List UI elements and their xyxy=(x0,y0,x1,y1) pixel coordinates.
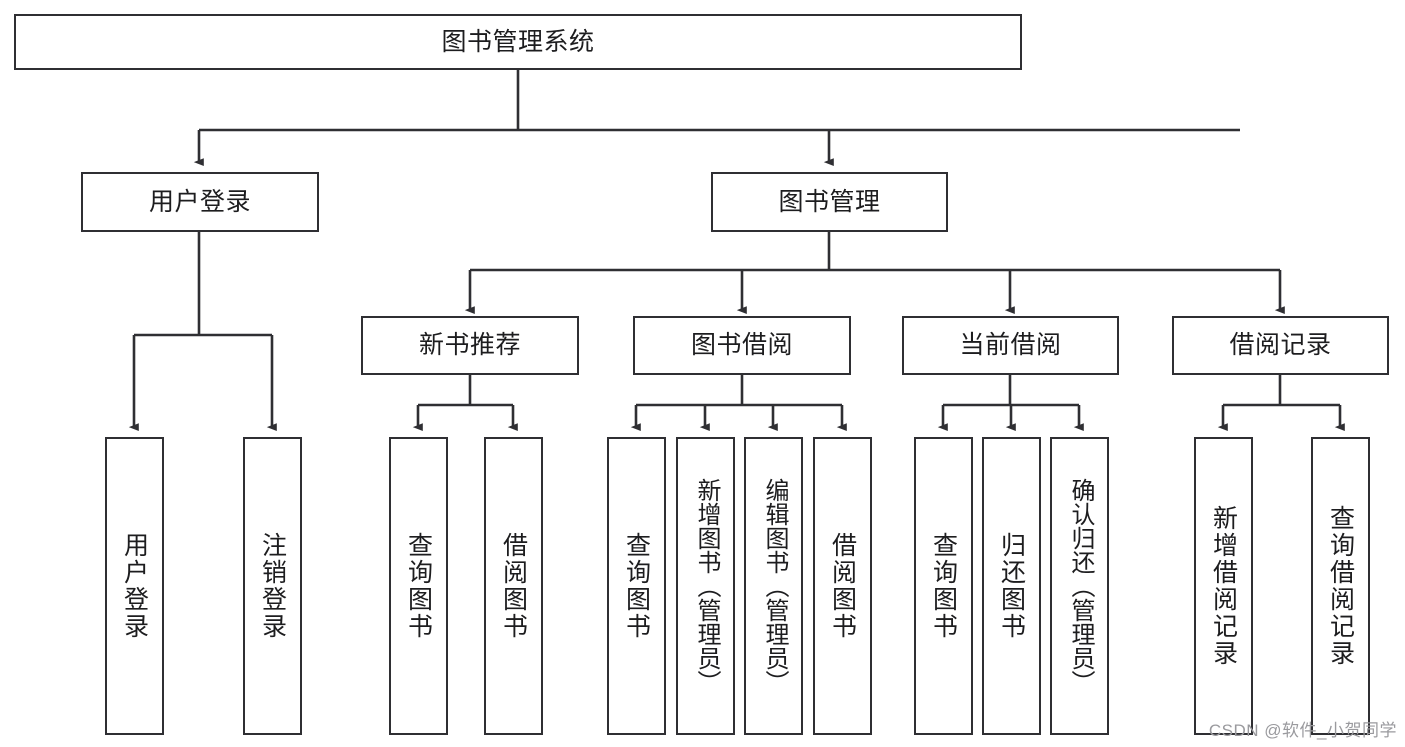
leaf-query-borrow-record[interactable]: 查询借阅记录 xyxy=(1311,437,1370,735)
leaf-add-book-admin[interactable]: 新增图书（管理员） xyxy=(676,437,735,735)
node-label: 确认归还（管理员） xyxy=(1066,478,1094,694)
node-label: 新增图书（管理员） xyxy=(692,478,720,694)
node-label: 图书管理 xyxy=(778,187,881,216)
leaf-borrow-book-recommend[interactable]: 借阅图书 xyxy=(484,437,543,735)
node-label: 查询图书 xyxy=(404,532,433,640)
node-label: 归还图书 xyxy=(997,532,1026,640)
node-label: 编辑图书（管理员） xyxy=(760,478,788,694)
leaf-add-borrow-record[interactable]: 新增借阅记录 xyxy=(1194,437,1253,735)
leaf-user-login[interactable]: 用户登录 xyxy=(105,437,164,735)
node-book-management[interactable]: 图书管理 xyxy=(711,172,948,232)
node-borrow-record[interactable]: 借阅记录 xyxy=(1172,316,1389,375)
leaf-query-book-borrow[interactable]: 查询图书 xyxy=(607,437,666,735)
node-label: 借阅记录 xyxy=(1229,331,1332,360)
node-root-system[interactable]: 图书管理系统 xyxy=(14,14,1022,70)
leaf-logout[interactable]: 注销登录 xyxy=(243,437,302,735)
leaf-borrow-book[interactable]: 借阅图书 xyxy=(813,437,872,735)
node-label: 借阅图书 xyxy=(499,532,528,640)
leaf-query-book-current[interactable]: 查询图书 xyxy=(914,437,973,735)
node-label: 用户登录 xyxy=(148,187,251,216)
leaf-confirm-return-admin[interactable]: 确认归还（管理员） xyxy=(1050,437,1109,735)
node-book-borrow[interactable]: 图书借阅 xyxy=(633,316,851,375)
node-label: 查询图书 xyxy=(622,532,651,640)
node-current-borrow[interactable]: 当前借阅 xyxy=(902,316,1119,375)
node-label: 用户登录 xyxy=(120,532,149,640)
node-label: 当前借阅 xyxy=(959,331,1062,360)
node-new-book-recommend[interactable]: 新书推荐 xyxy=(361,316,579,375)
leaf-return-book[interactable]: 归还图书 xyxy=(982,437,1041,735)
node-user-login[interactable]: 用户登录 xyxy=(81,172,319,232)
node-label: 图书管理系统 xyxy=(441,27,595,56)
node-label: 新书推荐 xyxy=(418,331,521,360)
node-label: 查询借阅记录 xyxy=(1326,505,1355,667)
node-label: 图书借阅 xyxy=(690,331,793,360)
leaf-edit-book-admin[interactable]: 编辑图书（管理员） xyxy=(744,437,803,735)
node-label: 查询图书 xyxy=(929,532,958,640)
node-label: 借阅图书 xyxy=(828,532,857,640)
node-label: 新增借阅记录 xyxy=(1209,505,1238,667)
csdn-watermark: CSDN @软件_小贺同学 xyxy=(1208,721,1397,740)
leaf-query-book-recommend[interactable]: 查询图书 xyxy=(389,437,448,735)
node-label: 注销登录 xyxy=(258,532,287,640)
